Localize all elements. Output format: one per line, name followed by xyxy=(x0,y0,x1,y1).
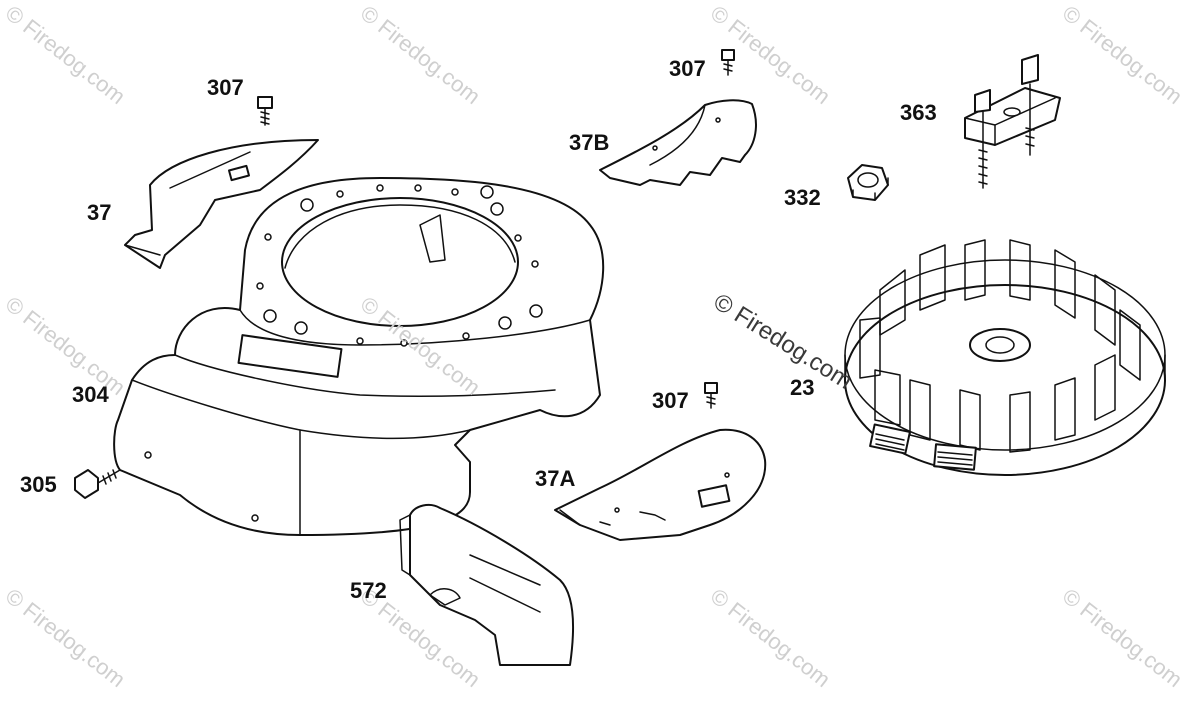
bracket-363 xyxy=(964,54,1061,189)
nut-332 xyxy=(847,164,889,201)
part-label-37b: 37B xyxy=(569,130,610,155)
part-label-304: 304 xyxy=(72,382,109,407)
plate-572 xyxy=(399,503,574,666)
baffle-37a xyxy=(554,428,767,541)
part-label-307-top: 307 xyxy=(207,75,244,100)
part-label-307-mid: 307 xyxy=(669,56,706,81)
part-label-572: 572 xyxy=(350,578,387,603)
part-label-332: 332 xyxy=(784,185,821,210)
part-label-23: 23 xyxy=(790,375,815,400)
part-label-305: 305 xyxy=(20,472,57,497)
part-label-363: 363 xyxy=(900,100,937,125)
bolt-305 xyxy=(74,469,121,499)
part-label-37: 37 xyxy=(87,200,112,225)
blower-housing-304 xyxy=(113,177,605,536)
baffle-37 xyxy=(124,139,319,269)
screw-307-mid xyxy=(721,49,735,76)
screw-307-low xyxy=(704,382,718,409)
flywheel-23 xyxy=(844,239,1166,476)
baffle-37b xyxy=(599,99,757,186)
part-label-307-low: 307 xyxy=(652,388,689,413)
screw-307-top xyxy=(257,96,273,126)
part-label-37a: 37A xyxy=(535,466,576,491)
